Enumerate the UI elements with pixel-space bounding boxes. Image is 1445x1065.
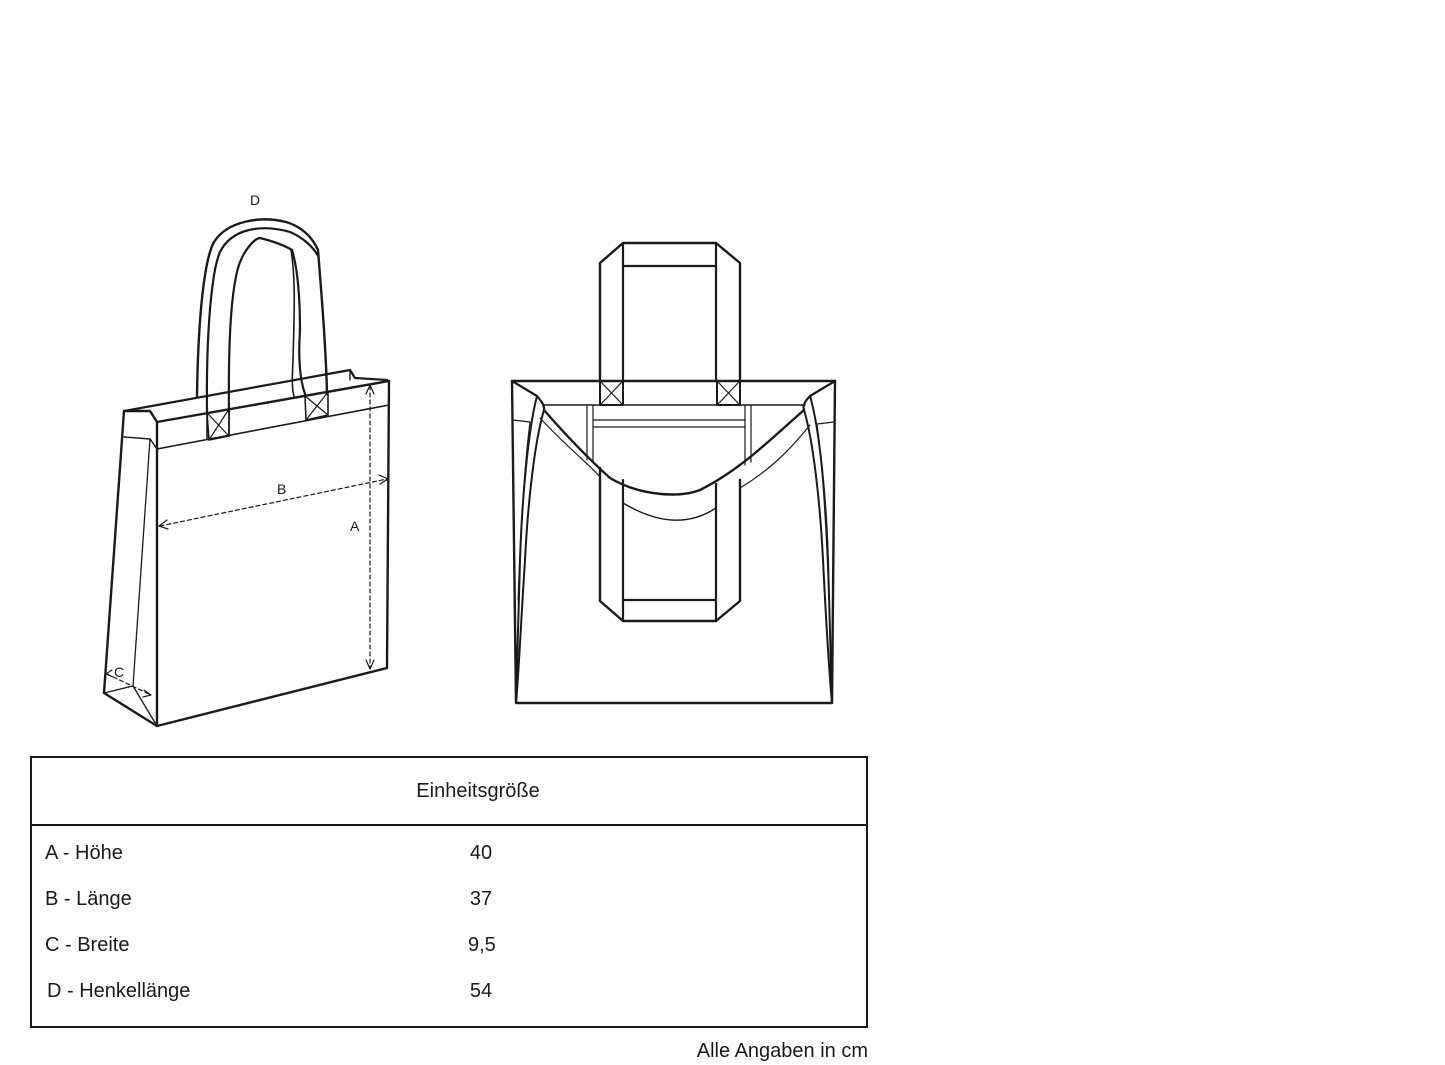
table-row: B - Länge 37	[32, 886, 866, 932]
row-value: 37	[469, 888, 493, 910]
front-view-bag-illustration	[510, 241, 837, 705]
row-value: 9,5	[468, 934, 496, 956]
dimension-label-c: C	[114, 664, 125, 680]
row-label: B - Länge	[45, 888, 132, 910]
size-table: Einheitsgröße A - Höhe 40 B - Länge 37 C…	[30, 756, 868, 1028]
row-label: A - Höhe	[45, 842, 123, 864]
dimension-label-a: A	[350, 518, 360, 534]
dimension-label-d: D	[250, 192, 261, 208]
size-table-header-label: Einheitsgröße	[416, 779, 540, 802]
table-row: D - Henkellänge 54	[32, 978, 866, 1024]
size-table-header: Einheitsgröße	[32, 758, 866, 826]
table-row: C - Breite 9,5	[32, 932, 866, 978]
row-value: 40	[469, 842, 493, 864]
table-row: A - Höhe 40	[32, 840, 866, 886]
bag-drawings: D B A C	[102, 192, 837, 728]
size-table-body: A - Höhe 40 B - Länge 37 C - Breite 9,5 …	[32, 826, 866, 1024]
row-value: 54	[469, 980, 493, 1002]
dimension-label-b: B	[277, 481, 287, 497]
units-footnote: Alle Angaben in cm	[696, 1040, 868, 1062]
row-label: D - Henkellänge	[47, 980, 191, 1002]
row-label: C - Breite	[45, 934, 130, 956]
perspective-bag-illustration	[102, 218, 391, 728]
